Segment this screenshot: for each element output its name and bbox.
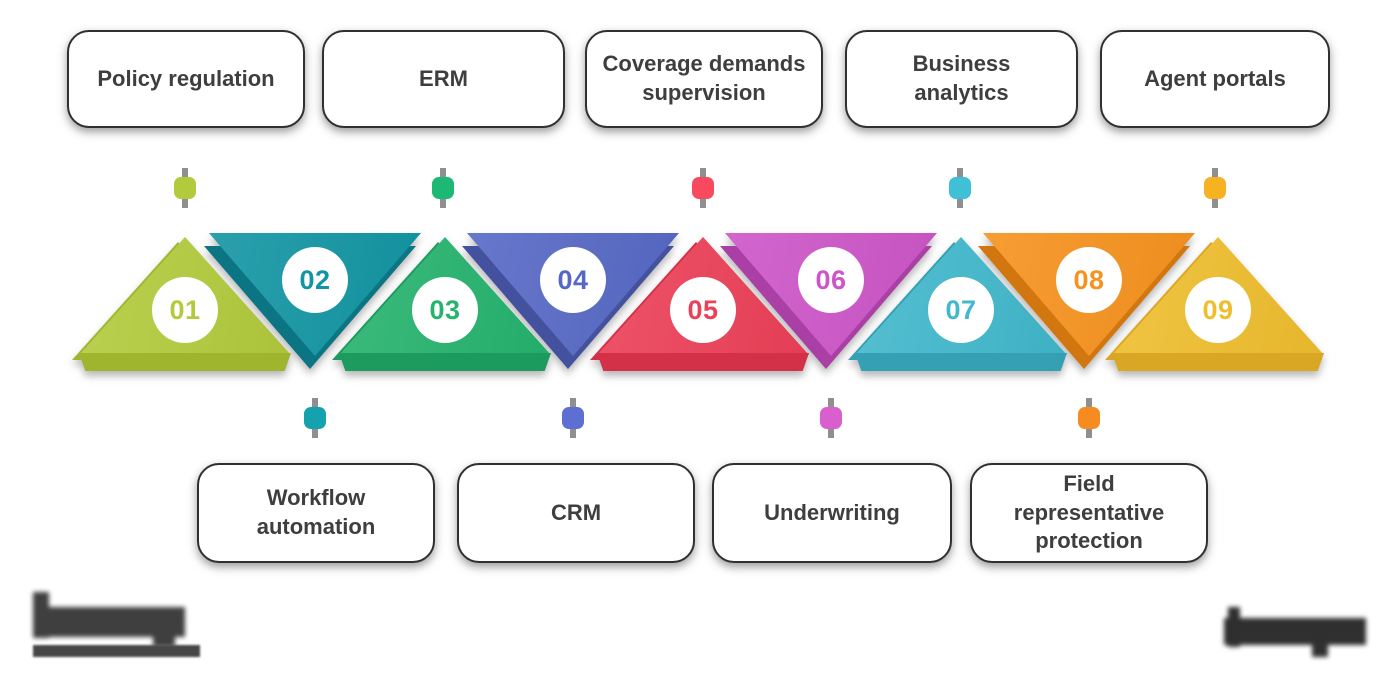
triangle-step-04: 04 (462, 233, 679, 383)
step-number: 01 (169, 294, 201, 325)
step-number-badge: 01 (152, 277, 218, 343)
connector-workflow-automation (304, 398, 326, 438)
step-number: 04 (557, 264, 589, 295)
redacted-tagline-bar (33, 645, 200, 657)
label-box-agent-portals: Agent portals (1100, 30, 1330, 128)
connector-underwriting (820, 398, 842, 438)
label-box-field-representative-protection: Field representative protection (970, 463, 1208, 563)
step-number-badge: 08 (1056, 247, 1122, 313)
connector-dot (949, 177, 971, 199)
step-number-badge: 05 (670, 277, 736, 343)
label-box-workflow-automation: Workflow automation (197, 463, 435, 563)
triangle-step-05: 05 (590, 237, 809, 387)
connector-erm (432, 168, 454, 208)
connector-field-representative-protection (1078, 398, 1100, 438)
label-text: Workflow automation (256, 485, 376, 539)
redacted-wordmark (33, 592, 208, 647)
label-box-policy-regulation: Policy regulation (67, 30, 305, 128)
triangle-3d-base (339, 353, 551, 371)
connector-dot (562, 407, 584, 429)
triangle-3d-base (79, 353, 291, 371)
step-number-badge: 04 (540, 247, 606, 313)
connector-dot (820, 407, 842, 429)
step-number: 08 (1073, 264, 1105, 295)
connector-dot (1078, 407, 1100, 429)
connector-agent-portals (1204, 168, 1226, 208)
label-text: Coverage demands supervision (602, 51, 806, 105)
label-box-crm: CRM (457, 463, 695, 563)
triangle-step-03: 03 (332, 237, 551, 387)
step-number: 06 (815, 264, 847, 295)
redacted-logo-left (33, 592, 213, 664)
step-number-badge: 09 (1185, 277, 1251, 343)
step-number-badge: 07 (928, 277, 994, 343)
triangle-3d-base (855, 353, 1067, 371)
label-box-erm: ERM (322, 30, 565, 128)
redacted-logo-right (1224, 607, 1369, 659)
label-text: Agent portals (1144, 65, 1286, 91)
connector-dot (304, 407, 326, 429)
step-number: 03 (429, 294, 461, 325)
step-number: 02 (299, 264, 331, 295)
step-number: 07 (945, 294, 977, 325)
connector-crm (562, 398, 584, 438)
connector-dot (174, 177, 196, 199)
triangle-step-09: 09 (1105, 237, 1324, 387)
step-number-badge: 02 (282, 247, 348, 313)
label-box-coverage-demands-supervision: Coverage demands supervision (585, 30, 823, 128)
triangle-3d-base (597, 353, 809, 371)
connector-dot (432, 177, 454, 199)
label-text: CRM (550, 499, 602, 525)
label-text: Field representative protection (1013, 471, 1165, 554)
connector-policy-regulation (174, 168, 196, 208)
step-number-badge: 06 (798, 247, 864, 313)
connector-dot (1204, 177, 1226, 199)
triangle-step-07: 07 (848, 237, 1067, 387)
triangle-3d-base (1112, 353, 1324, 371)
connector-coverage-demands-supervision (692, 168, 714, 208)
connector-business-analytics (949, 168, 971, 208)
label-text: Underwriting (764, 499, 900, 525)
step-number-badge: 03 (412, 277, 478, 343)
label-text: Policy regulation (97, 65, 275, 91)
label-text: ERM (419, 65, 468, 91)
step-number: 09 (1202, 294, 1234, 325)
label-text: Business analytics (912, 51, 1011, 105)
connector-dot (692, 177, 714, 199)
triangle-step-01: 01 (72, 237, 291, 387)
label-box-business-analytics: Business analytics (845, 30, 1078, 128)
label-box-underwriting: Underwriting (712, 463, 952, 563)
step-number: 05 (687, 294, 719, 325)
